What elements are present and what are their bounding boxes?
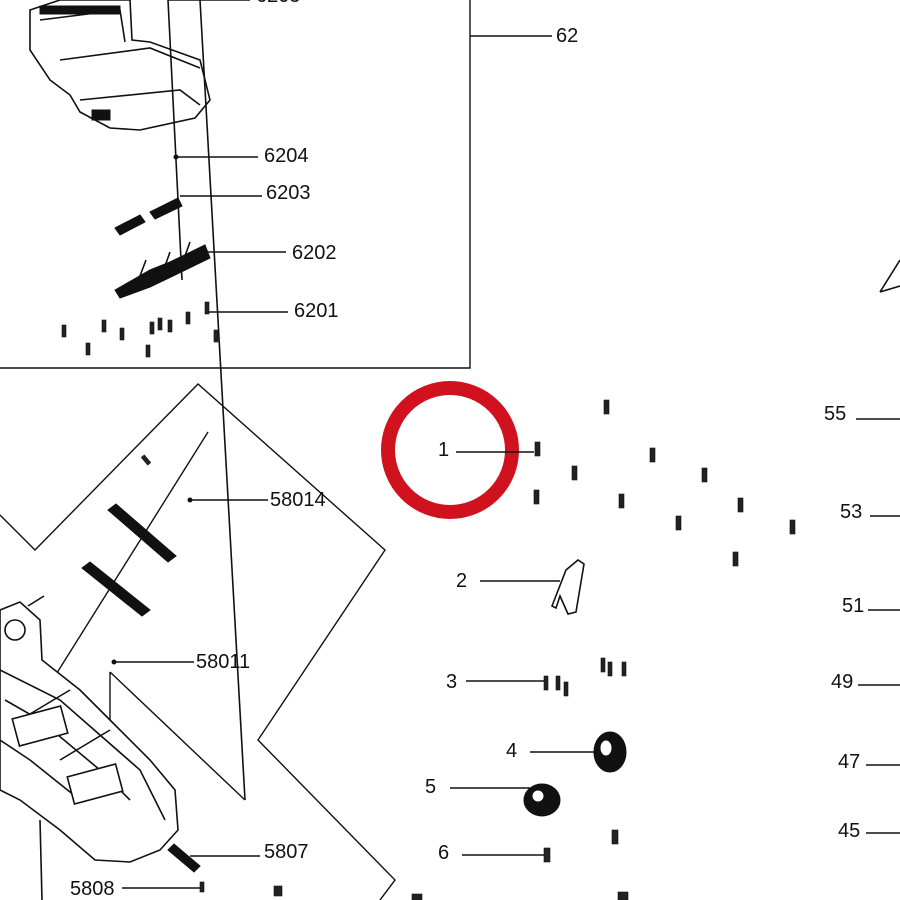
- callout-62: 62: [556, 25, 578, 47]
- callout-1: 1: [438, 439, 449, 461]
- vertical-leader-c: [39, 819, 43, 900]
- screw-group-right: [533, 399, 796, 567]
- subassembly-62-frame: [0, 0, 471, 369]
- spring-part-5807: [167, 843, 201, 873]
- callout-6205: 6205: [256, 0, 301, 7]
- callout-6201: 6201: [294, 300, 339, 322]
- callout-5807: 5807: [264, 841, 309, 863]
- callout-58014: 58014: [270, 489, 326, 511]
- vertical-leader-b: [199, 0, 246, 801]
- highlight-circle: [381, 381, 519, 519]
- callout-6203: 6203: [266, 182, 311, 204]
- callout-45: 45: [838, 820, 860, 842]
- callout-6: 6: [438, 842, 449, 864]
- callout-2: 2: [456, 570, 467, 592]
- rail-part-lower: [81, 561, 151, 617]
- battery-pack-part: [29, 0, 211, 131]
- screw-set-6201: [61, 301, 219, 358]
- callout-47: 47: [838, 751, 860, 773]
- bracket-part-6202: [114, 241, 211, 299]
- roller-part-5: [523, 783, 561, 817]
- callout-6204: 6204: [264, 145, 309, 167]
- rail-part-upper: [107, 503, 177, 563]
- callout-58011: 58011: [196, 651, 250, 673]
- subassembly-58-frame: [0, 383, 396, 900]
- callout-55: 55: [824, 403, 846, 425]
- callout-3: 3: [446, 671, 457, 693]
- callout-51: 51: [842, 595, 864, 617]
- clip-parts-6203: [114, 197, 183, 236]
- callout-53: 53: [840, 501, 862, 523]
- vertical-leader-a: [167, 0, 183, 281]
- callout-6202: 6202: [292, 242, 337, 264]
- callout-49: 49: [831, 671, 853, 693]
- roller-part-4: [593, 731, 627, 773]
- base-housing-part: [0, 595, 179, 863]
- callout-5: 5: [425, 776, 436, 798]
- bracket-part-2: [550, 559, 585, 615]
- callout-4: 4: [506, 740, 517, 762]
- callout-5808: 5808: [70, 878, 115, 900]
- screw-set-3: [543, 657, 627, 697]
- partial-part-right-edge: [879, 259, 900, 293]
